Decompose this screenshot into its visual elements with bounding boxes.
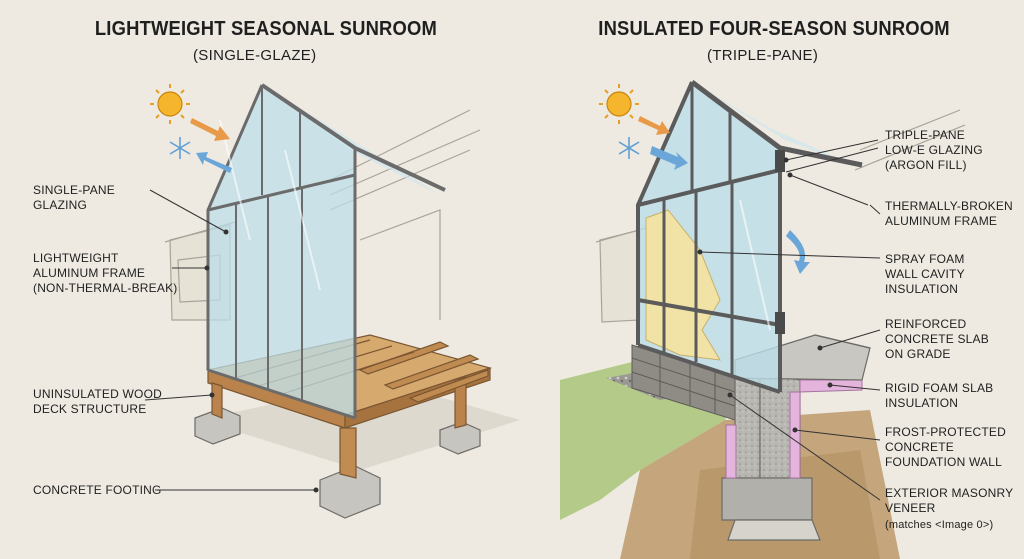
leader-lines-right [697,139,881,501]
leader-lines-left [144,189,319,493]
label-single-pane-glazing: SINGLE-PANE GLAZING [33,183,115,212]
left-sunroom-illustration [164,83,520,519]
background-house-right [595,109,966,323]
label-spray-foam: SPRAY FOAM WALL CAVITY INSULATION [885,252,965,296]
right-subtitle: (TRIPLE-PANE) [707,47,819,64]
deflected-cold-arrow-icon [786,230,810,274]
cold-arrow-icon-right [650,146,688,170]
label-concrete-footing: CONCRETE FOOTING [33,483,162,497]
label-aluminum-frame: LIGHTWEIGHT ALUMINUM FRAME (NON-THERMAL-… [33,251,178,295]
left-subtitle: (SINGLE-GLAZE) [193,47,317,64]
concrete-footings-left [194,407,481,519]
label-masonry-veneer: EXTERIOR MASONRY VENEER [885,486,1014,515]
label-rigid-foam: RIGID FOAM SLAB INSULATION [885,381,994,410]
label-thermal-frame: THERMALLY-BROKEN ALUMINUM FRAME [885,199,1013,228]
right-title: INSULATED FOUR-SEASON SUNROOM [598,18,950,40]
label-concrete-slab: REINFORCED CONCRETE SLAB ON GRADE [885,317,989,361]
cold-arrow-icon [196,152,232,173]
label-wood-deck: UNINSULATED WOOD DECK STRUCTURE [33,387,162,416]
heat-arrow-icon-right [638,116,670,135]
sun-icon [150,84,190,124]
left-title: LIGHTWEIGHT SEASONAL SUNROOM [94,18,438,40]
glass-enclosure-left [206,83,446,420]
label-veneer-note: (matches <Image 0>) [885,519,994,531]
concrete-foundation-wall [721,371,821,541]
label-foundation-wall: FROST-PROTECTED CONCRETE FOUNDATION WALL [885,425,1007,469]
sun-icon-right [599,84,639,124]
snowflake-icon [169,137,191,159]
heat-arrow-icon [190,118,230,141]
label-triple-pane-glazing: TRIPLE-PANE LOW-E GLAZING (ARGON FILL) [885,128,983,172]
snowflake-icon-right [618,137,640,159]
